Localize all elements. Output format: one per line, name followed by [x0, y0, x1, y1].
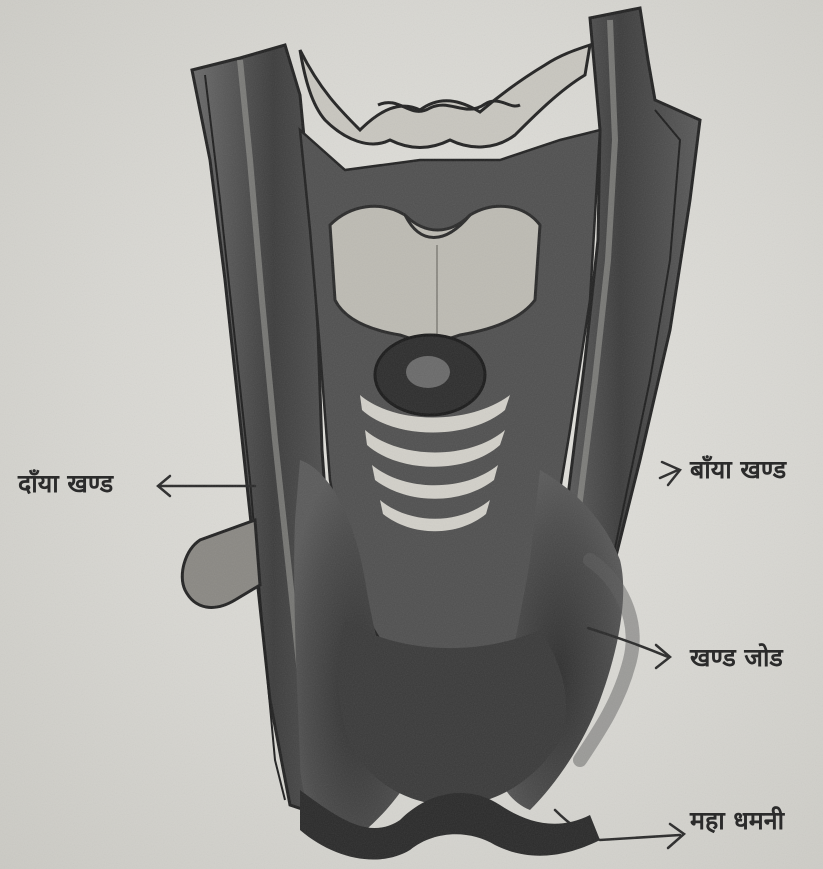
aorta-label: महा धमनी	[690, 808, 784, 833]
right-lobe-label: दाँया खण्ड	[18, 471, 113, 496]
isthmus-label: खण्ड जोड	[690, 645, 783, 670]
left-lobe-label: बाँया खण्ड	[690, 457, 786, 482]
